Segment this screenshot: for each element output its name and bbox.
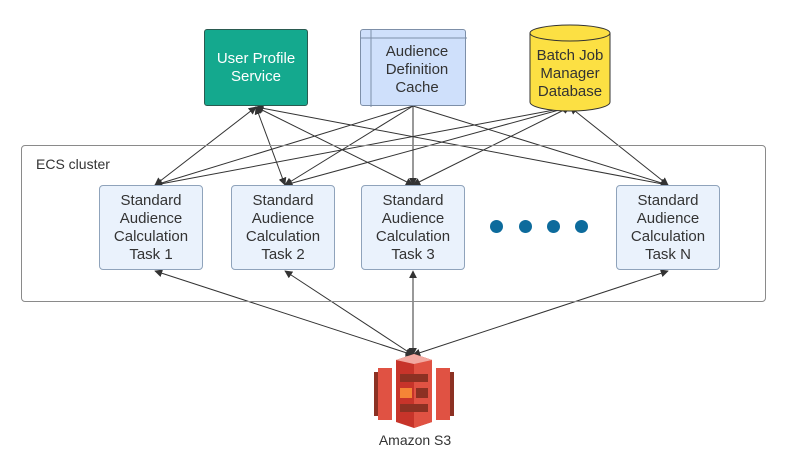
task-3-label: Standard Audience Calculation Task 3 bbox=[375, 191, 451, 263]
user-profile-service[interactable]: User Profile Service bbox=[204, 29, 308, 106]
task-2-label: Standard Audience Calculation Task 2 bbox=[245, 191, 321, 263]
ecs-cluster-label: ECS cluster bbox=[36, 156, 110, 172]
database-cylinder-icon bbox=[529, 24, 611, 112]
arrow-task2-s3 bbox=[284, 270, 414, 356]
ecs-cluster bbox=[21, 145, 766, 302]
more-tasks-ellipsis bbox=[490, 220, 590, 236]
audience-definition-cache-label: Audience Definition Cache bbox=[385, 42, 449, 96]
ellipsis-dot bbox=[519, 220, 532, 233]
ellipsis-dot bbox=[575, 220, 588, 233]
user-profile-service-label: User Profile Service bbox=[216, 49, 296, 85]
task-3[interactable]: Standard Audience Calculation Task 3 bbox=[361, 185, 465, 270]
cache-frame-icon bbox=[361, 30, 467, 107]
task-n[interactable]: Standard Audience Calculation Task N bbox=[616, 185, 720, 270]
arrow-db-task3 bbox=[412, 106, 571, 186]
arrow-taskn-s3 bbox=[412, 269, 669, 357]
task-1[interactable]: Standard Audience Calculation Task 1 bbox=[99, 185, 203, 270]
task-n-label: Standard Audience Calculation Task N bbox=[630, 191, 706, 263]
amazon-s3-label: Amazon S3 bbox=[378, 432, 452, 448]
amazon-s3-icon[interactable] bbox=[372, 352, 456, 430]
batch-job-manager-database[interactable]: Batch Job Manager Database bbox=[529, 24, 611, 112]
ellipsis-dot bbox=[547, 220, 560, 233]
batch-job-manager-database-label: Batch Job Manager Database bbox=[536, 47, 604, 100]
task-1-label: Standard Audience Calculation Task 1 bbox=[113, 191, 189, 263]
arrow-db-taskn bbox=[569, 106, 669, 186]
task-2[interactable]: Standard Audience Calculation Task 2 bbox=[231, 185, 335, 270]
ellipsis-dot bbox=[490, 220, 503, 233]
audience-definition-cache[interactable]: Audience Definition Cache bbox=[360, 29, 467, 107]
